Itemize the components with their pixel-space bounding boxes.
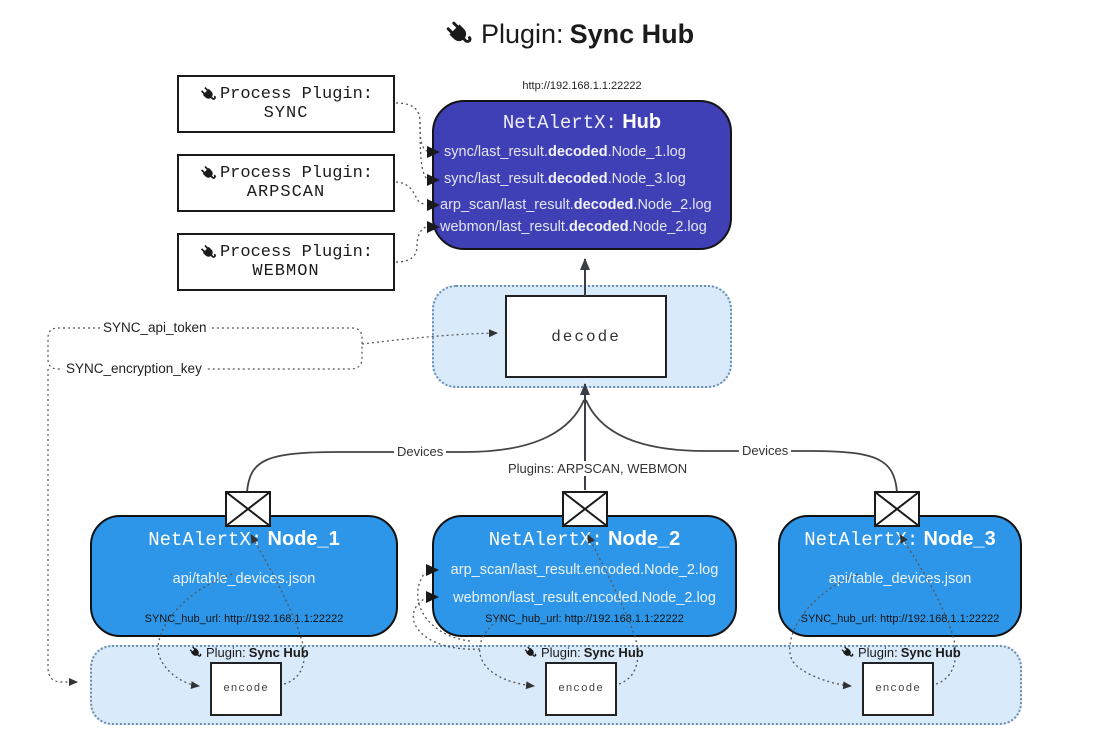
- node-hub-url: SYNC_hub_url: http://192.168.1.1:22222: [485, 613, 684, 625]
- edge-label-plugins: Plugins: ARPSCAN, WEBMON: [505, 461, 687, 476]
- plug-icon: [201, 245, 216, 258]
- node-file: api/table_devices.json: [172, 571, 316, 587]
- encode-box: encode: [545, 662, 617, 716]
- encode-plugin-label: Plugin:Sync Hub: [188, 645, 309, 660]
- hub-log-line: sync/last_result.decoded.Node_3.log: [444, 171, 686, 187]
- encode-plugin-label: Plugin:Sync Hub: [523, 645, 644, 660]
- hub-title-prefix: NetAlertX:: [502, 112, 617, 134]
- config-api-token-label: SYNC_api_token: [100, 320, 210, 335]
- node-title: NetAlertX: Node_3: [804, 528, 996, 551]
- link-sync-to-log1: [395, 102, 428, 152]
- plug-icon: [841, 646, 854, 657]
- title-name: Sync Hub: [569, 18, 695, 49]
- hub-title: NetAlertX: Hub: [432, 111, 732, 134]
- process-plugin-label: Process Plugin:: [219, 243, 374, 262]
- node-hub-url: SYNC_hub_url: http://192.168.1.1:22222: [800, 613, 1000, 625]
- link-webmon-to-log4: [395, 226, 427, 263]
- title-prefix: Plugin:: [481, 18, 564, 49]
- hub-log-line: webmon/last_result.decoded.Node_2.log: [440, 219, 707, 235]
- hub-box: [432, 100, 732, 250]
- process-plugin-name: WEBMON: [252, 262, 320, 281]
- node-file: api/table_devices.json: [828, 571, 972, 587]
- link-sync-to-log2: [419, 121, 428, 180]
- node-box-node3: NetAlertX: Node_3 api/table_devices.json…: [778, 515, 1022, 637]
- process-plugin-box-webmon: Process Plugin: WEBMON: [177, 233, 395, 291]
- page-title: Plugin: Sync Hub: [443, 18, 694, 50]
- process-plugin-name: SYNC: [263, 104, 309, 123]
- plug-icon: [201, 166, 216, 179]
- edge-label-devices-right: Devices: [739, 443, 792, 458]
- process-plugin-box-arpscan: Process Plugin: ARPSCAN: [177, 154, 395, 212]
- node-title: NetAlertX: Node_2: [488, 528, 681, 551]
- process-plugin-label: Process Plugin:: [219, 85, 374, 104]
- link-arpscan-to-log3: [395, 181, 427, 205]
- hub-url-label: http://192.168.1.1:22222: [522, 80, 642, 92]
- process-plugin-label: Process Plugin:: [219, 164, 374, 183]
- plug-icon: [446, 21, 472, 43]
- process-plugin-box-sync: Process Plugin: SYNC: [177, 75, 395, 133]
- node-title: NetAlertX: Node_1: [148, 528, 340, 551]
- process-plugin-name: ARPSCAN: [246, 183, 326, 202]
- encode-plugin-label: Plugin:Sync Hub: [840, 645, 961, 660]
- config-to-encode-panel: [47, 369, 78, 686]
- node-file: webmon/last_result.encoded.Node_2.log: [453, 590, 716, 606]
- node-box-node2: NetAlertX: Node_2 arp_scan/last_result.e…: [432, 515, 737, 637]
- hub-log-line: arp_scan/last_result.decoded.Node_2.log: [440, 197, 712, 213]
- node-box-node1: NetAlertX: Node_1 api/table_devices.json…: [90, 515, 398, 637]
- decode-box: decode: [505, 295, 667, 378]
- encode-box: encode: [210, 662, 282, 716]
- edge-label-devices-left: Devices: [394, 444, 447, 459]
- hub-title-name: Hub: [622, 111, 662, 133]
- node-hub-url: SYNC_hub_url: http://192.168.1.1:22222: [144, 613, 344, 625]
- plug-icon: [524, 646, 537, 657]
- hub-log-line: sync/last_result.decoded.Node_1.log: [444, 144, 686, 160]
- config-encryption-key-label: SYNC_encryption_key: [63, 361, 205, 376]
- encode-box: encode: [862, 662, 934, 716]
- node-file: arp_scan/last_result.encoded.Node_2.log: [450, 562, 719, 578]
- plug-icon: [201, 87, 216, 100]
- plug-icon: [189, 646, 202, 657]
